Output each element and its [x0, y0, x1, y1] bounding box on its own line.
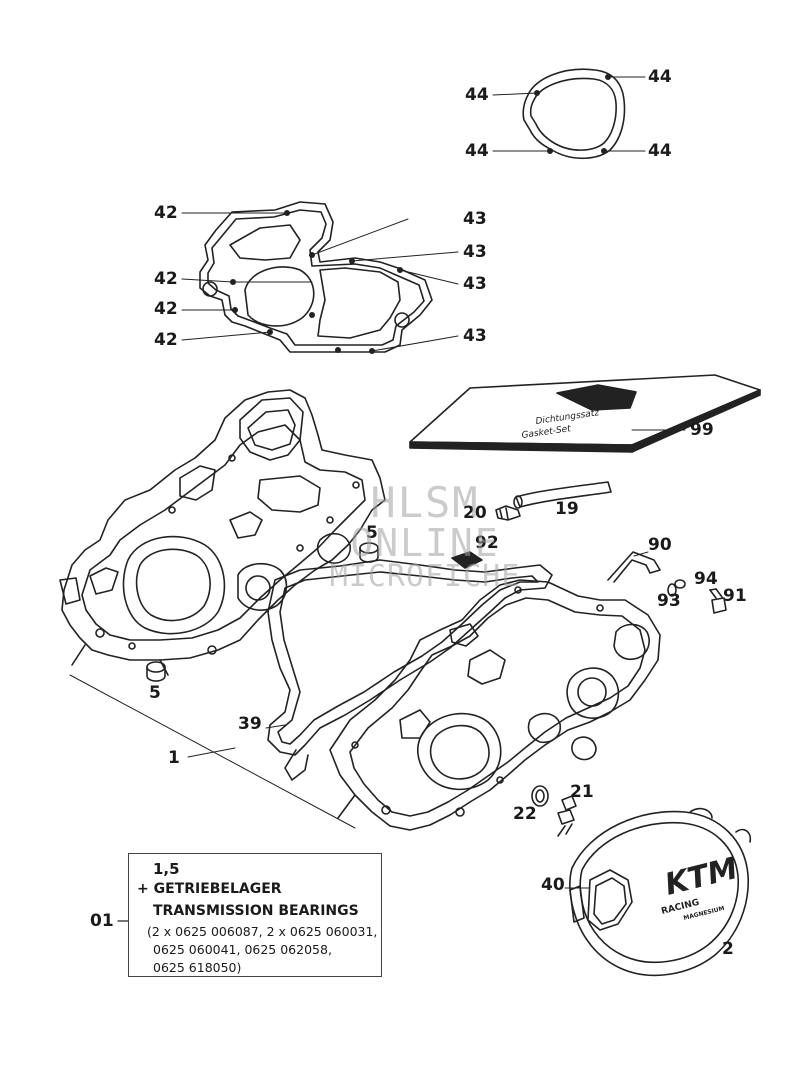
callout-19: 19 — [555, 499, 579, 519]
callout-93: 93 — [657, 591, 681, 611]
callout-42: 42 — [154, 330, 178, 350]
callout-2: 2 — [722, 939, 734, 959]
note-line-2: + GETRIEBELAGER — [137, 881, 282, 897]
note-line-6: 0625 618050) — [153, 960, 242, 975]
callout-01: 01 — [90, 911, 114, 931]
note-line-4: (2 x 0625 006087, 2 x 0625 060031, — [147, 924, 378, 939]
callout-90: 90 — [648, 535, 672, 555]
drain-plug-21 — [557, 795, 577, 837]
right-crankcase-half — [329, 579, 661, 831]
note-line-3: TRANSMISSION BEARINGS — [153, 903, 359, 919]
callout-40: 40 — [541, 875, 565, 895]
bushing-left — [146, 661, 166, 682]
callout-22: 22 — [513, 804, 537, 824]
callout-43: 43 — [463, 209, 487, 229]
callout-42: 42 — [154, 203, 178, 223]
callout-44: 44 — [648, 67, 672, 87]
clip-90 — [607, 551, 661, 583]
callout-44: 44 — [648, 141, 672, 161]
callout-43: 43 — [463, 326, 487, 346]
callout-5: 5 — [366, 523, 378, 543]
bearing-note-box: 1,5 + GETRIEBELAGER TRANSMISSION BEARING… — [128, 853, 382, 977]
screw-20 — [495, 505, 521, 521]
ignition-cover-gasket — [522, 68, 626, 160]
magnet-92 — [451, 551, 483, 569]
center-gasket — [267, 559, 553, 781]
callout-44: 44 — [465, 85, 489, 105]
seal-ring-22 — [531, 785, 549, 807]
callout-39: 39 — [238, 714, 262, 734]
callout-21: 21 — [570, 782, 594, 802]
callout-1: 1 — [168, 748, 180, 768]
ignition-cover — [564, 807, 752, 977]
callout-43: 43 — [463, 242, 487, 262]
callout-91: 91 — [723, 586, 747, 606]
washer-94 — [674, 579, 686, 589]
note-line-5: 0625 060041, 0625 062058, — [153, 942, 332, 957]
callout-42: 42 — [154, 269, 178, 289]
gasket-set-card — [409, 374, 761, 453]
hose-19 — [513, 481, 612, 509]
callout-20: 20 — [463, 503, 487, 523]
callout-5: 5 — [149, 683, 161, 703]
bolt-91 — [709, 588, 727, 614]
callout-94: 94 — [694, 569, 718, 589]
callout-42: 42 — [154, 299, 178, 319]
callout-44: 44 — [465, 141, 489, 161]
ring-93 — [667, 583, 677, 597]
note-line-1: 1,5 — [153, 860, 180, 878]
crankcase-gasket-set — [199, 201, 433, 353]
left-crankcase-half — [59, 389, 386, 676]
callout-99: 99 — [690, 420, 714, 440]
callout-92: 92 — [475, 533, 499, 553]
bushing-right — [359, 542, 379, 563]
callout-43: 43 — [463, 274, 487, 294]
